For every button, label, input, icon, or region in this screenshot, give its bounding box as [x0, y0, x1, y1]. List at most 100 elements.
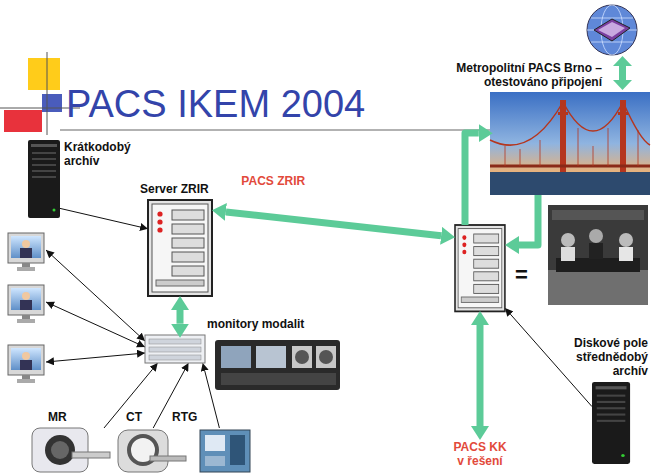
bridge-photo	[578, 128, 579, 166]
archive-staff-photo	[619, 233, 633, 247]
bridge-photo	[608, 128, 609, 166]
x-ray-unit	[200, 430, 250, 472]
bridge-photo	[540, 140, 541, 166]
archive-staff-photo	[552, 210, 644, 220]
connector-line	[104, 369, 153, 428]
archive-tower	[28, 140, 60, 218]
globe-icon	[591, 42, 633, 43]
archive-staff-photo	[619, 247, 633, 261]
connector-line	[60, 208, 140, 227]
ct-scanner	[150, 456, 186, 461]
modality-monitors	[221, 346, 251, 368]
link-arrow	[519, 195, 538, 245]
network-wire	[46, 250, 145, 362]
bridge-photo	[490, 92, 650, 195]
node-label: =	[515, 263, 528, 287]
central-server-node: =	[455, 225, 505, 311]
node-label: CT	[126, 410, 142, 424]
network-switch	[149, 339, 201, 344]
server-node: Server ZRIR	[148, 200, 212, 296]
workstation-icon	[8, 285, 44, 323]
modality-monitors	[221, 373, 336, 385]
modality-monitors	[215, 340, 340, 390]
network-wire	[46, 353, 145, 362]
pacs-kk-node: PACS KK v řešení	[451, 440, 509, 468]
globe-icon	[591, 18, 633, 19]
modality-node: RTG	[200, 428, 250, 472]
modality-monitors	[319, 350, 333, 364]
decoration-squares	[60, 129, 495, 131]
workstation-icon	[8, 345, 44, 383]
node-label: monitory modalit	[207, 317, 304, 331]
bridge-photo	[490, 92, 650, 195]
archive-staff-photo	[589, 243, 603, 259]
bridge-photo	[620, 100, 626, 172]
link-arrow	[465, 133, 479, 225]
decoration-squares	[28, 58, 60, 90]
link-arrow	[177, 310, 184, 324]
disk-array-tower	[592, 382, 630, 464]
diagram-title: PACS IKEM 2004	[66, 82, 365, 126]
globe-icon	[594, 19, 630, 41]
decoration-squares	[0, 52, 495, 135]
archive-staff-photo	[548, 205, 648, 305]
modality-node: MR	[32, 428, 110, 472]
node-label: Metropolitní PACS Brno – otestováno přip…	[402, 61, 602, 89]
ct-scanner	[118, 430, 168, 472]
server-icon	[455, 225, 505, 311]
archive-staff-photo	[548, 270, 648, 305]
modality-monitors	[256, 346, 286, 368]
server-icon	[148, 200, 212, 296]
archive-staff-photo	[561, 247, 575, 261]
node-label: PACS KK v řešení	[451, 440, 509, 468]
bridge-photo	[593, 146, 594, 166]
x-ray-unit	[230, 435, 245, 465]
archive-staff-photo	[561, 233, 575, 247]
archive-staff-photo	[589, 229, 603, 243]
bridge-photo	[638, 130, 639, 166]
network-switch	[145, 335, 205, 363]
node-label: Krátkodobý archív	[64, 140, 144, 168]
x-ray-unit	[205, 435, 225, 451]
modality-hub-node: monitory modalit	[145, 335, 205, 363]
network-switch	[145, 335, 205, 363]
globe-icon	[587, 5, 637, 55]
mr-scanner	[32, 428, 110, 472]
node-label: Diskové pole střednědobý archív	[548, 336, 648, 378]
archive-node: Krátkodobý archív	[28, 140, 60, 216]
modality-monitors	[292, 346, 312, 368]
decoration-squares	[42, 94, 62, 112]
mr-scanner	[72, 452, 110, 458]
bridge-photo	[490, 172, 650, 195]
globe-icon	[598, 22, 625, 37]
globe-link-arrow	[613, 56, 632, 90]
globe-link-arrow	[613, 56, 632, 66]
bridge-photo	[520, 149, 521, 166]
bridge-photo	[558, 112, 568, 115]
ct-scanner	[118, 430, 186, 472]
mr-scanner	[51, 441, 69, 459]
bridge-photo	[490, 102, 650, 145]
link-arrow	[477, 325, 484, 426]
connector-line	[205, 371, 220, 428]
network-switch	[149, 355, 201, 360]
link-arrow	[226, 212, 441, 236]
disk-array-node: Diskové pole střednědobý archív	[592, 382, 630, 464]
modality-monitors	[215, 340, 340, 390]
mr-scanner	[32, 428, 88, 472]
workstation-icon	[8, 233, 44, 271]
archive-staff-photo	[548, 205, 648, 305]
modality-monitors	[316, 346, 336, 368]
globe-link-arrow	[619, 64, 626, 81]
bridge-photo	[618, 112, 628, 115]
disk-array-tower	[592, 382, 630, 464]
globe-icon	[587, 5, 637, 55]
archive-tower	[28, 140, 60, 218]
x-ray-unit	[205, 456, 225, 466]
mr-scanner	[45, 435, 75, 465]
modality-node: CT	[118, 428, 186, 472]
network-wire	[46, 250, 145, 341]
network-switch	[149, 347, 201, 352]
server-icon	[148, 200, 212, 296]
